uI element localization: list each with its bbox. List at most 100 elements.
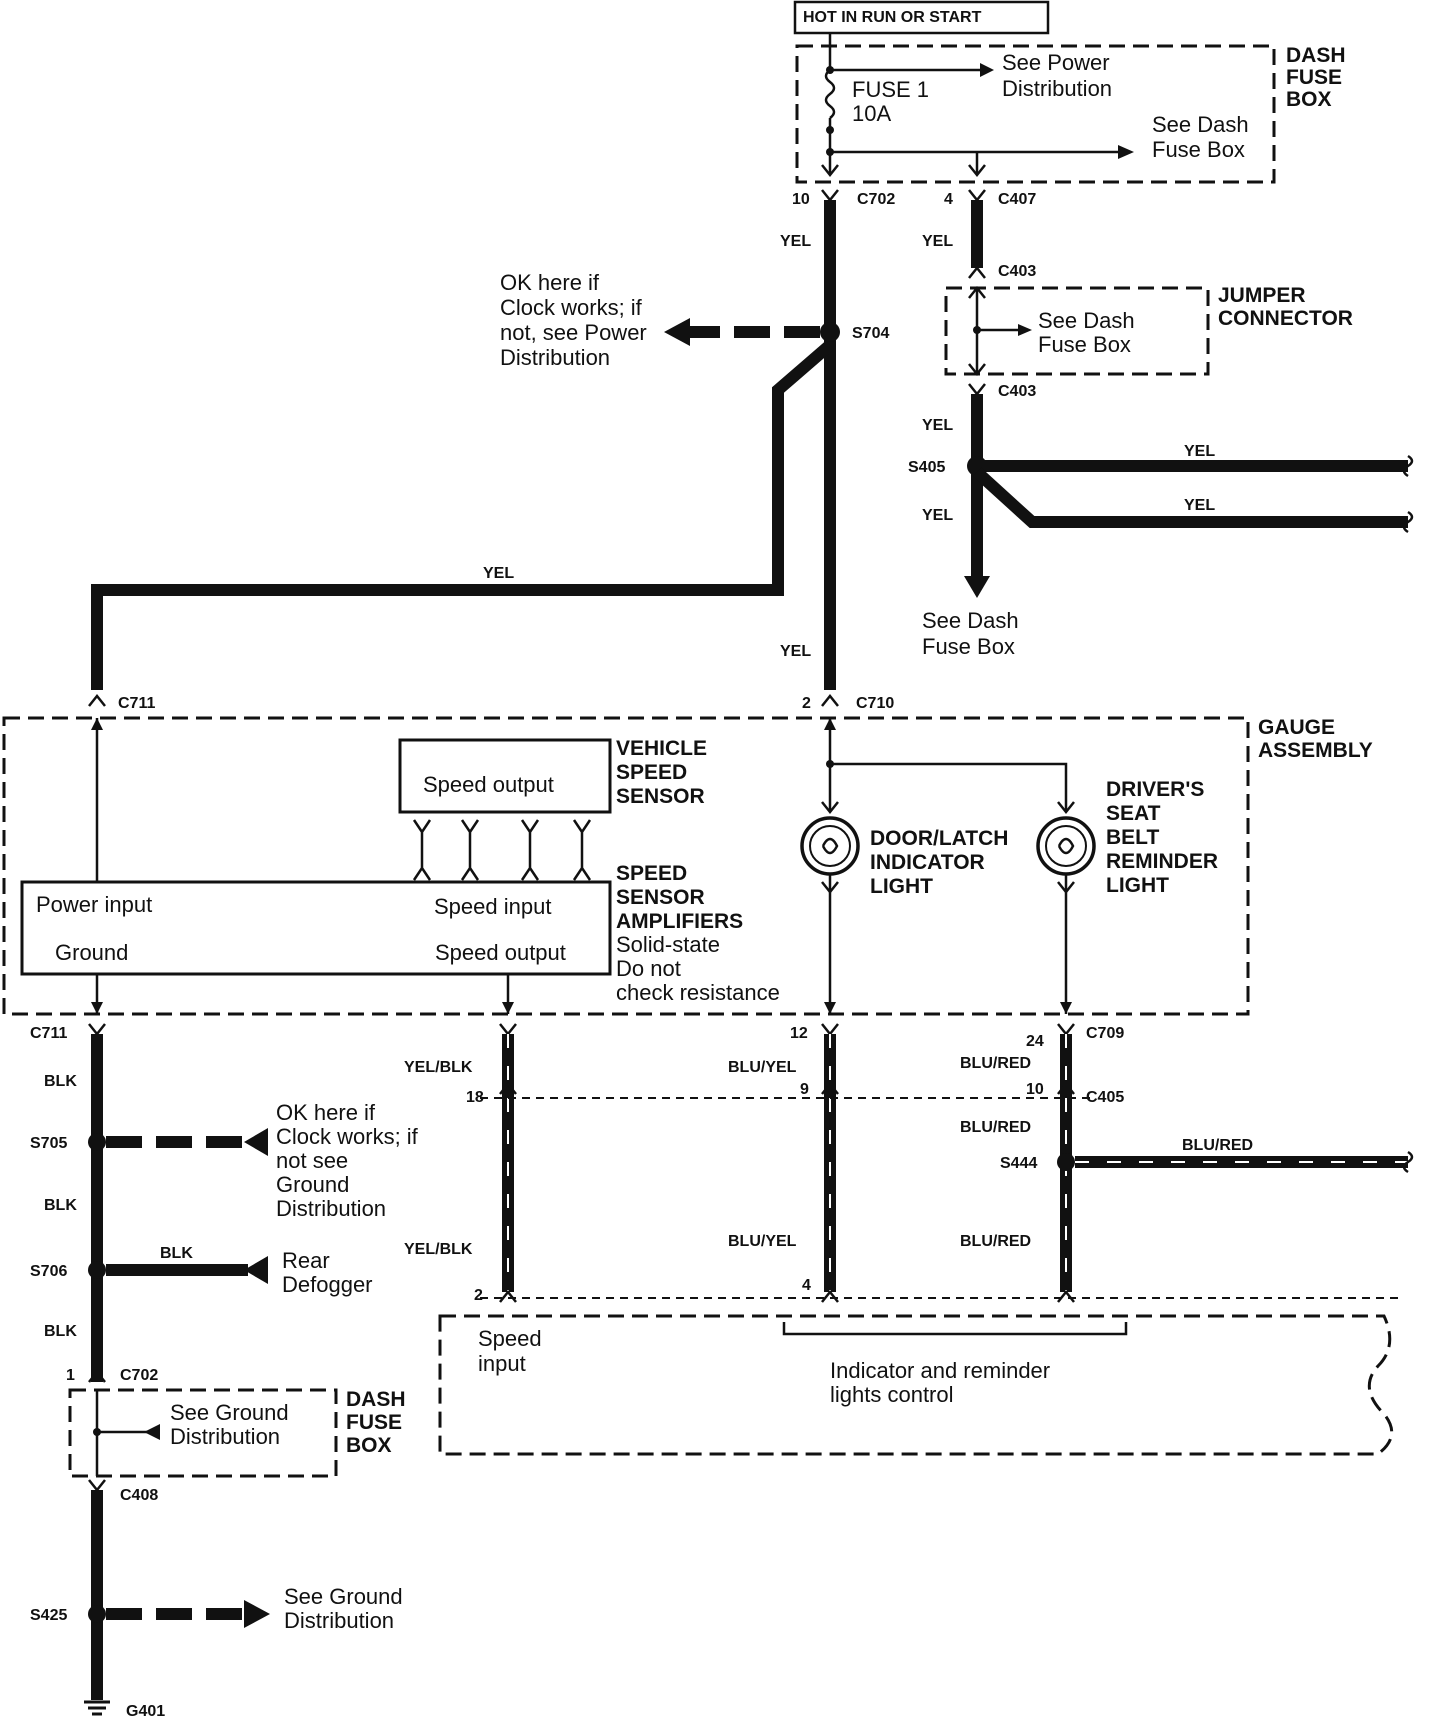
gauge-title-1: GAUGE: [1258, 716, 1335, 739]
wire-label-blu-red-1: BLU/RED: [960, 1055, 1031, 1072]
vss-speed-output: Speed output: [423, 772, 554, 797]
c405-pin-b: 9: [800, 1081, 809, 1098]
splice-s425: [88, 1605, 106, 1623]
door-light-label-2: INDICATOR: [870, 851, 985, 874]
indicator-bracket: [782, 1322, 1128, 1336]
splice-s705: [88, 1133, 106, 1151]
c709: C709: [1086, 1025, 1124, 1042]
gauge-title-2: ASSEMBLY: [1258, 739, 1373, 762]
c702-bottom: C702: [120, 1367, 158, 1384]
wire-label-yel-2: YEL: [780, 643, 811, 660]
c405-pin-c: 10: [1026, 1081, 1044, 1098]
amp-label-2: SENSOR: [616, 886, 705, 909]
wire-yel-left: [91, 340, 834, 690]
see-dash-fuse-box-2: Fuse Box: [922, 634, 1015, 659]
power-label: HOT IN RUN OR START: [803, 9, 982, 26]
ok-clock-ground-2: Clock works; if: [276, 1124, 419, 1149]
dash-fuse-box-bottom: [68, 1388, 338, 1478]
rear-defogger-2: Defogger: [282, 1272, 373, 1297]
amp-speed-output: Speed output: [435, 940, 566, 965]
dash-fuse-box-top: [795, 44, 1276, 184]
wire-label-blu-yel-2: BLU/YEL: [728, 1233, 797, 1250]
dash-fuse-bottom-3: BOX: [346, 1434, 392, 1457]
jumper-see-dash-1: See Dash: [1038, 308, 1135, 333]
ok-clock-ground-5: Distribution: [276, 1196, 386, 1221]
fuse-label-1: FUSE 1: [852, 77, 929, 102]
control-unit-box: [438, 1314, 1394, 1456]
see-ground-box-1: See Ground: [170, 1400, 289, 1425]
wire-label-yel-3: YEL: [483, 565, 514, 582]
s425-label: S425: [30, 1607, 67, 1624]
splice-s704: [820, 322, 840, 342]
power-label-box: [793, 0, 1050, 35]
c702-bottom-pin: 1: [66, 1367, 75, 1384]
splice-s444: [1057, 1153, 1075, 1171]
ok-clock-ground-4: Ground: [276, 1172, 349, 1197]
wire-label-blu-red-2: BLU/RED: [960, 1119, 1031, 1136]
bottom-pin-4: 4: [802, 1277, 811, 1294]
rear-defogger-1: Rear: [282, 1248, 330, 1273]
wire-label-blu-red-4: BLU/RED: [1182, 1137, 1253, 1154]
c405: C405: [1086, 1089, 1124, 1106]
s405-label: S405: [908, 459, 945, 476]
s705-label: S705: [30, 1135, 67, 1152]
dash-fuse-box-top-title-1: DASH: [1286, 44, 1346, 67]
jumper-label-1: JUMPER: [1218, 284, 1306, 307]
wire-label-blu-red-3: BLU/RED: [960, 1233, 1031, 1250]
g401-label: G401: [126, 1703, 165, 1720]
seat-belt-label-2: SEAT: [1106, 802, 1161, 825]
bottom-pin-2: 2: [474, 1287, 483, 1304]
ok-clock-power-3: not, see Power: [500, 320, 647, 345]
jumper-label-2: CONNECTOR: [1218, 307, 1353, 330]
fuse-symbol: [824, 69, 836, 119]
c702-top: C702: [857, 191, 895, 208]
see-ground-s425-2: Distribution: [284, 1608, 394, 1633]
ground-icon: [84, 1700, 110, 1716]
ok-clock-power-1: OK here if: [500, 270, 600, 295]
dash-fuse-box-top-title-2: FUSE: [1286, 66, 1342, 89]
wire-label-yel-7: YEL: [1184, 443, 1215, 460]
amp-speed-input: Speed input: [434, 894, 551, 919]
seat-belt-label-3: BELT: [1106, 826, 1159, 849]
c702-top-pin: 10: [792, 191, 810, 208]
door-light-label-1: DOOR/LATCH: [870, 827, 1008, 850]
wire-label-yel-blk-2: YEL/BLK: [404, 1241, 473, 1258]
jumper-see-dash-2: Fuse Box: [1038, 332, 1131, 357]
ok-clock-power-2: Clock works; if: [500, 295, 643, 320]
door-light-label-3: LIGHT: [870, 875, 933, 898]
wire-label-blk-2: BLK: [44, 1197, 77, 1214]
amp-label-6: check resistance: [616, 980, 780, 1005]
c405-pin-a: 18: [466, 1089, 484, 1106]
indicator-control-2: lights control: [830, 1382, 954, 1407]
amp-label-3: AMPLIFIERS: [616, 910, 743, 933]
see-power-2: Distribution: [1002, 76, 1112, 101]
dash-fuse-bottom-1: DASH: [346, 1388, 406, 1411]
amp-ground: Ground: [55, 940, 128, 965]
vss-box: [398, 738, 612, 814]
speed-sensor-amplifiers-box: [20, 880, 612, 976]
s444-label: S444: [1000, 1155, 1037, 1172]
ok-clock-ground-1: OK here if: [276, 1100, 376, 1125]
jumper-connector-box: [944, 286, 1210, 376]
see-dash-top-2: Fuse Box: [1152, 137, 1245, 162]
seat-belt-label-4: REMINDER: [1106, 850, 1218, 873]
c710-pin: 2: [802, 695, 811, 712]
see-ground-box-2: Distribution: [170, 1424, 280, 1449]
wire-label-blu-yel-1: BLU/YEL: [728, 1059, 797, 1076]
splice-s706: [88, 1261, 106, 1279]
wire-label-yel-1: YEL: [780, 233, 811, 250]
c709-pin-b: 24: [1026, 1033, 1044, 1050]
gauge-assembly-box: [2, 716, 1250, 1016]
wire-label-yel-5: YEL: [922, 417, 953, 434]
s704-label: S704: [852, 325, 889, 342]
dash-fuse-bottom-2: FUSE: [346, 1411, 402, 1434]
indicator-control-1: Indicator and reminder: [830, 1358, 1050, 1383]
wire-label-yel-6: YEL: [922, 507, 953, 524]
vss-label-1: VEHICLE: [616, 737, 707, 760]
see-dash-top-1: See Dash: [1152, 112, 1249, 137]
dash-fuse-box-top-title-3: BOX: [1286, 88, 1332, 111]
see-power-1: See Power: [1002, 50, 1110, 75]
wire-label-blk-3: BLK: [160, 1245, 193, 1262]
amp-label-1: SPEED: [616, 862, 687, 885]
